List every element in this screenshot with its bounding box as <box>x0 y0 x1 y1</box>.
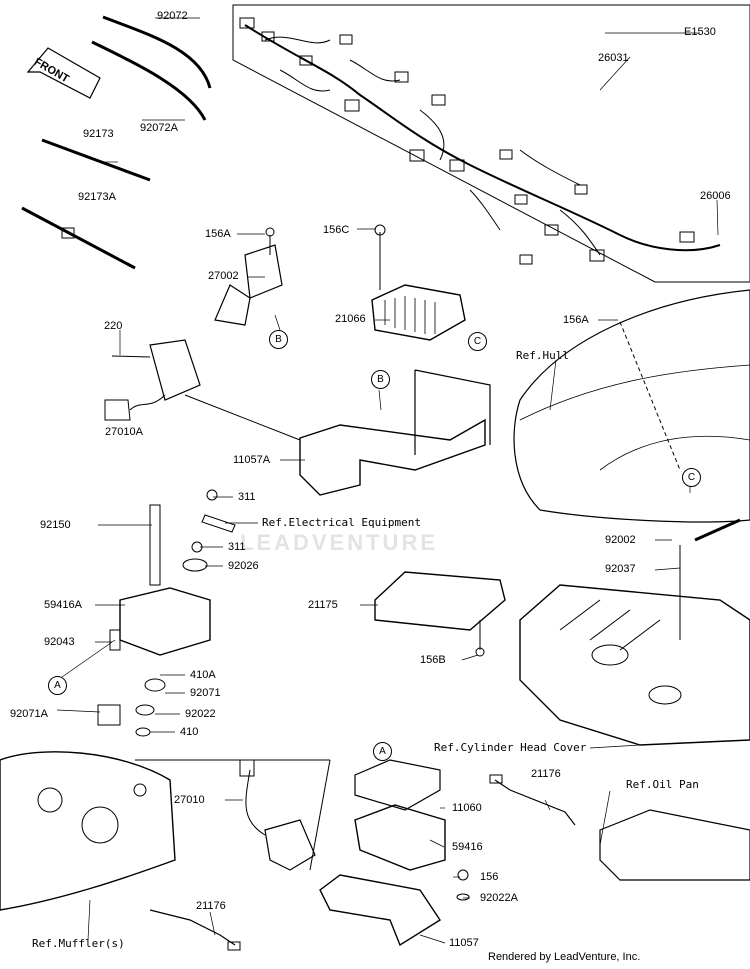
part-label-92026[interactable]: 92026 <box>228 560 259 572</box>
part-label-156A[interactable]: 156A <box>205 228 231 240</box>
part-label-21066[interactable]: 21066 <box>335 313 366 325</box>
part-label-92043[interactable]: 92043 <box>44 636 75 648</box>
part-label-92071[interactable]: 92071 <box>190 687 221 699</box>
cylinder-head-cover <box>519 584 750 746</box>
part-label-410A[interactable]: 410A <box>190 669 216 681</box>
callout-a: A <box>373 742 392 761</box>
ref-hull[interactable]: Ref.Hull <box>516 349 569 362</box>
ref-oil-pan[interactable]: Ref.Oil Pan <box>626 778 699 791</box>
render-credit: Rendered by LeadVenture, Inc. <box>488 951 641 963</box>
part-label-92002[interactable]: 92002 <box>605 534 636 546</box>
part-label-311-lower[interactable]: 311 <box>228 541 246 553</box>
part-label-27010A[interactable]: 27010A <box>105 426 143 438</box>
muffler-outline <box>0 751 176 911</box>
part-label-92072[interactable]: 92072 <box>157 10 188 22</box>
connectors <box>239 17 695 265</box>
part-label-27002[interactable]: 27002 <box>208 270 239 282</box>
part-label-21175[interactable]: 21175 <box>308 599 338 611</box>
part-label-59416[interactable]: 59416 <box>452 841 483 853</box>
front-arrow <box>26 47 101 99</box>
part-label-92173A[interactable]: 92173A <box>78 191 116 203</box>
callout-b: B <box>371 370 390 389</box>
callout-c: C <box>468 332 487 351</box>
main-harness <box>244 24 721 252</box>
part-label-92072A[interactable]: 92072A <box>140 122 178 134</box>
part-label-92071A[interactable]: 92071A <box>10 708 48 720</box>
part-label-156A-hull[interactable]: 156A <box>563 314 589 326</box>
callout-a: A <box>48 676 67 695</box>
harness-frame <box>232 4 750 283</box>
bracket-11057A <box>299 418 486 496</box>
part-label-220[interactable]: 220 <box>104 320 123 332</box>
ref-muffler[interactable]: Ref.Muffler(s) <box>32 937 125 950</box>
hull-outline <box>513 289 750 523</box>
part-label-11060[interactable]: 11060 <box>452 802 482 814</box>
ref-electrical-equipment[interactable]: Ref.Electrical Equipment <box>262 516 421 529</box>
regulator-outline <box>371 284 466 341</box>
part-label-59416A[interactable]: 59416A <box>44 599 82 611</box>
part-label-156B[interactable]: 156B <box>420 654 446 666</box>
part-label-92037[interactable]: 92037 <box>605 563 636 575</box>
part-label-92022A[interactable]: 92022A <box>480 892 518 904</box>
part-label-156C[interactable]: 156C <box>323 224 350 236</box>
part-label-26006[interactable]: 26006 <box>700 190 731 202</box>
part-label-21176-muffler[interactable]: 21176 <box>196 900 226 912</box>
callout-b: B <box>269 330 288 349</box>
callout-c: C <box>682 468 701 487</box>
ecu-outline <box>374 571 506 631</box>
part-label-21176-oilpan[interactable]: 21176 <box>531 768 561 780</box>
watermark: LEADVENTURE <box>240 530 439 555</box>
part-label-11057[interactable]: 11057 <box>449 937 479 949</box>
part-label-410[interactable]: 410 <box>180 726 199 738</box>
part-label-11057A[interactable]: 11057A <box>233 454 271 466</box>
part-label-92022[interactable]: 92022 <box>185 708 216 720</box>
ref-cylinder-head-cover[interactable]: Ref.Cylinder Head Cover <box>434 741 587 754</box>
part-label-156[interactable]: 156 <box>480 871 499 883</box>
diagram-code: E1530 <box>684 26 716 38</box>
part-label-27010[interactable]: 27010 <box>174 794 205 806</box>
part-label-311-upper[interactable]: 311 <box>238 491 256 503</box>
part-label-26031[interactable]: 26031 <box>598 52 629 64</box>
part-label-92150[interactable]: 92150 <box>40 519 71 531</box>
part-label-92173[interactable]: 92173 <box>83 128 114 140</box>
